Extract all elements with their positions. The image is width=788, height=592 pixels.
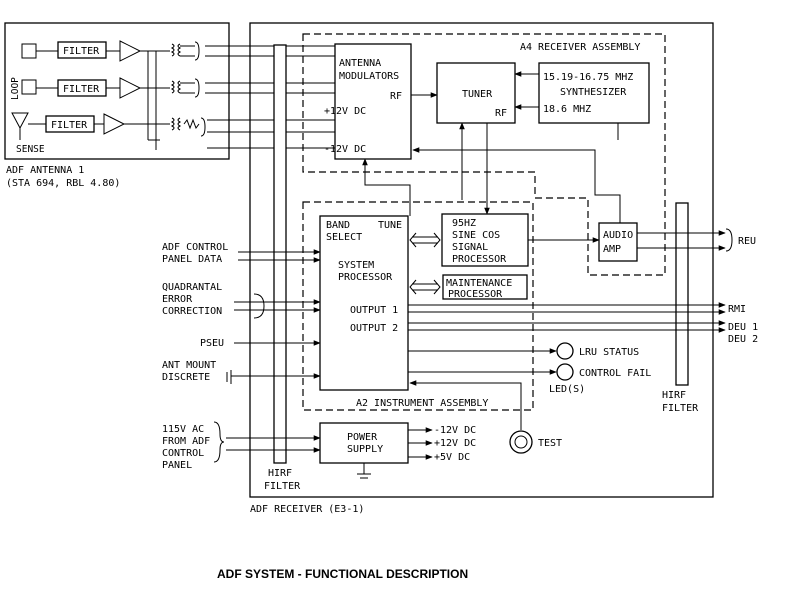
tuner-rf-label: RF [495, 108, 507, 119]
sense-antenna-icon [11, 112, 29, 140]
hirf-left-label-2: FILTER [264, 481, 301, 492]
filter-label-1: FILTER [63, 46, 100, 57]
hirf-left-label-1: HIRF [268, 468, 292, 479]
filter-label-2: FILTER [63, 84, 100, 95]
sys-proc-label-2: PROCESSOR [338, 272, 393, 283]
power-label-1: POWER [347, 432, 378, 443]
loop-coil-2 [21, 79, 37, 95]
adf-antenna-group: FILTER FILTER LOOP FILTER SENSE [4, 22, 230, 160]
audio-label-2: AMP [603, 244, 621, 255]
power-supply-box [319, 422, 409, 464]
sine-cos-processor-box [441, 213, 529, 267]
psu-minus12-label: -12V DC [434, 425, 476, 436]
tuner-box [436, 62, 516, 124]
bus-arrows [409, 232, 441, 295]
quad-label-2: ERROR [162, 294, 193, 305]
ctrl-label-2: PANEL DATA [162, 254, 222, 265]
lru-status-label: LRU STATUS [579, 347, 639, 358]
tuner-label: TUNER [462, 89, 493, 100]
antenna-box [4, 22, 230, 160]
filter-label-3: FILTER [51, 120, 88, 131]
plus12-label: +12V DC [324, 106, 366, 117]
modulator-rf-label: RF [390, 91, 402, 102]
ground-icon [357, 463, 371, 479]
ground-stub-icon [226, 370, 232, 384]
sc-label-4: PROCESSOR [452, 254, 507, 265]
antmount-label-2: DISCRETE [162, 372, 210, 383]
maint-label-2: PROCESSOR [448, 289, 503, 300]
rmi-label: RMI [728, 304, 746, 315]
deu1-label: DEU 1 [728, 322, 758, 333]
hirf-filter-left [273, 44, 287, 464]
control-fail-led-icon [556, 363, 574, 381]
audio-label-1: AUDIO [603, 230, 633, 241]
synthesizer-box [538, 62, 650, 124]
sc-label-1: 95HZ [452, 218, 476, 229]
antenna-label-2: (STA 694, RBL 4.80) [6, 178, 120, 189]
sc-label-3: SIGNAL [452, 242, 488, 253]
loop-label: LOOP [10, 77, 21, 100]
power-label-2: SUPPLY [347, 444, 383, 455]
test-label: TEST [538, 438, 562, 449]
hirf-right-label-2: FILTER [662, 403, 699, 414]
ac-label-4: PANEL [162, 460, 192, 471]
hirf-right-label-1: HIRF [662, 390, 686, 401]
synth-label-2: SYNTHESIZER [560, 87, 627, 98]
ac-label-1: 115V AC [162, 424, 204, 435]
a2-assembly-region [302, 201, 534, 411]
output1-label: OUTPUT 1 [350, 305, 398, 316]
ctrl-label-1: ADF CONTROL [162, 242, 228, 253]
minus12-label: -12V DC [324, 144, 366, 155]
system-processor-box [319, 215, 409, 391]
band-label: BAND [326, 220, 350, 231]
tune-label: TUNE [378, 220, 402, 231]
maintenance-processor-box [442, 274, 528, 300]
antenna-mod-label-1: ANTENNA [339, 58, 381, 69]
a2-label: A2 INSTRUMENT ASSEMBLY [356, 398, 488, 409]
audio-amp-box [598, 222, 638, 262]
ac-label-3: CONTROL [162, 448, 204, 459]
control-fail-label: CONTROL FAIL [579, 368, 651, 379]
hirf-filter-right [675, 202, 689, 386]
pseu-label: PSEU [200, 338, 224, 349]
antenna-mod-label-2: MODULATORS [339, 71, 399, 82]
page-title: ADF SYSTEM - FUNCTIONAL DESCRIPTION [217, 567, 468, 581]
maint-label-1: MAINTENANCE [446, 278, 512, 289]
antenna-modulators-box [334, 43, 412, 160]
antenna-label-1: ADF ANTENNA 1 [6, 165, 84, 176]
synth-label-3: 18.6 MHZ [543, 104, 591, 115]
reu-brace-icon [725, 228, 733, 252]
sc-label-2: SINE COS [452, 230, 500, 241]
amp-icon-2 [119, 77, 142, 99]
amp-icon-3 [103, 113, 126, 135]
filter-box-1 [57, 41, 107, 59]
brace-icon [213, 421, 225, 463]
receiver-label: ADF RECEIVER (E3-1) [250, 504, 364, 515]
amp-icon-1 [119, 40, 142, 62]
a4-assembly-region [302, 33, 666, 276]
sys-proc-label-1: SYSTEM [338, 260, 374, 271]
ac-label-2: FROM ADF [162, 436, 210, 447]
lru-status-led-icon [556, 342, 574, 360]
antmount-label-1: ANT MOUNT [162, 360, 216, 371]
reu-label: REU [738, 236, 756, 247]
shield-icon [253, 293, 265, 319]
sense-label: SENSE [16, 144, 45, 155]
psu-plus12-label: +12V DC [434, 438, 476, 449]
output2-label: OUTPUT 2 [350, 323, 398, 334]
quad-label-3: CORRECTION [162, 306, 222, 317]
psu-plus5-label: +5V DC [434, 452, 470, 463]
select-label: SELECT [326, 232, 362, 243]
leds-label: LED(S) [549, 384, 585, 395]
a4-label: A4 RECEIVER ASSEMBLY [520, 42, 640, 53]
test-button-icon [509, 430, 533, 454]
deu2-label: DEU 2 [728, 334, 758, 345]
synth-label-1: 15.19-16.75 MHZ [543, 72, 633, 83]
quad-label-1: QUADRANTAL [162, 282, 222, 293]
